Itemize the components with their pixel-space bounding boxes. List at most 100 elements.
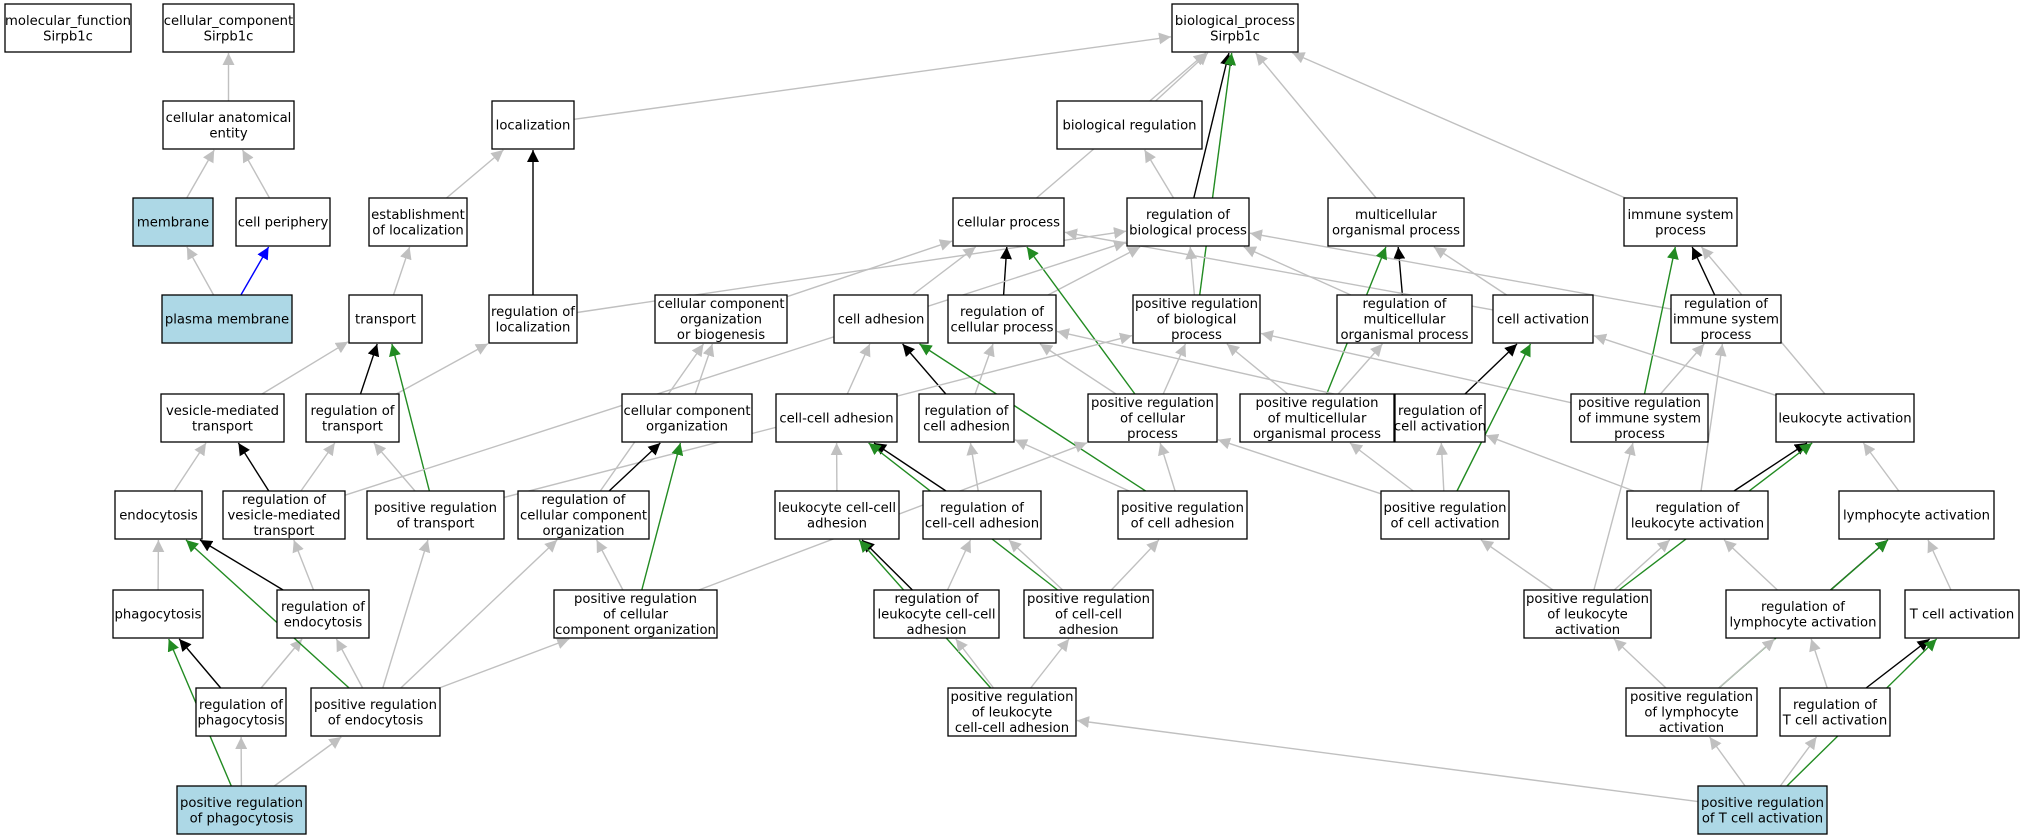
go-term-node-cact[interactable]: cell activation <box>1492 294 1594 344</box>
go-term-node-cproc[interactable]: cellular process <box>952 197 1065 247</box>
go-term-node-breg[interactable]: biological regulation <box>1056 100 1203 150</box>
go-term-node-mem[interactable]: membrane <box>132 197 214 247</box>
go-term-node-lyact[interactable]: lymphocyte activation <box>1838 490 1995 540</box>
node-label: Sirpb1c <box>43 29 93 44</box>
node-label: regulation of <box>1398 404 1482 419</box>
node-label: of cellular <box>1120 412 1186 427</box>
edge-positively-regulates <box>1643 246 1679 395</box>
node-box <box>1523 589 1652 639</box>
go-term-node-phago[interactable]: phagocytosis <box>112 589 204 639</box>
edge-is-a <box>241 149 271 199</box>
node-label: establishment <box>371 208 465 223</box>
go-term-node-cper[interactable]: cell periphery <box>235 197 331 247</box>
go-term-node-ccadh[interactable]: cell-cell adhesion <box>775 393 898 443</box>
node-label: of leukocyte <box>1547 608 1628 623</box>
node-box <box>952 197 1065 247</box>
edge-is-a <box>1349 442 1414 492</box>
go-term-node-endo[interactable]: endocytosis <box>114 490 203 540</box>
go-term-node-tact[interactable]: T cell activation <box>1904 589 2020 639</box>
node-box <box>1570 393 1709 443</box>
edge-positively-regulates <box>1199 52 1237 296</box>
go-term-node-pm[interactable]: plasma membrane <box>161 294 293 344</box>
node-label: of localization <box>372 223 464 238</box>
go-term-node-cadh[interactable]: cell adhesion <box>833 294 929 344</box>
node-label: of transport <box>397 516 475 531</box>
node-box <box>1239 393 1395 443</box>
go-term-node-rtact[interactable]: regulation ofT cell activation <box>1779 687 1891 737</box>
node-box <box>366 490 505 540</box>
go-term-node-loc[interactable]: localization <box>491 100 575 150</box>
node-label: regulation of <box>1363 297 1447 312</box>
edge-is-a <box>966 442 979 492</box>
go-term-node-trans[interactable]: transport <box>348 294 423 344</box>
node-label: cellular component <box>623 404 750 419</box>
node-box <box>160 393 285 443</box>
node-box <box>195 687 287 737</box>
node-box <box>1779 687 1891 737</box>
edge-regulates <box>1865 638 1931 689</box>
edge-is-a <box>1014 439 1130 492</box>
node-box <box>1838 490 1995 540</box>
node-label: cell periphery <box>238 216 329 231</box>
edge-is-a <box>1030 638 1070 689</box>
edge-is-a <box>1723 539 1778 591</box>
edge-is-a <box>786 239 953 298</box>
node-label: lymphocyte activation <box>1843 509 1990 524</box>
node-label: regulation of <box>542 493 626 508</box>
edge-is-a <box>1613 638 1667 689</box>
node-label: regulation of <box>1793 698 1877 713</box>
node-label: phagocytosis <box>115 608 202 623</box>
edge-regulates <box>199 539 284 591</box>
node-label: process <box>1127 427 1178 442</box>
edge-is-a <box>1249 229 1672 310</box>
node-box <box>1775 393 1915 443</box>
edge-is-a <box>186 246 215 296</box>
node-label: positive regulation <box>1135 297 1258 312</box>
node-label: organization <box>646 419 728 434</box>
go-term-node-lact[interactable]: leukocyte activation <box>1775 393 1915 443</box>
node-label: cell-cell adhesion <box>779 412 893 427</box>
